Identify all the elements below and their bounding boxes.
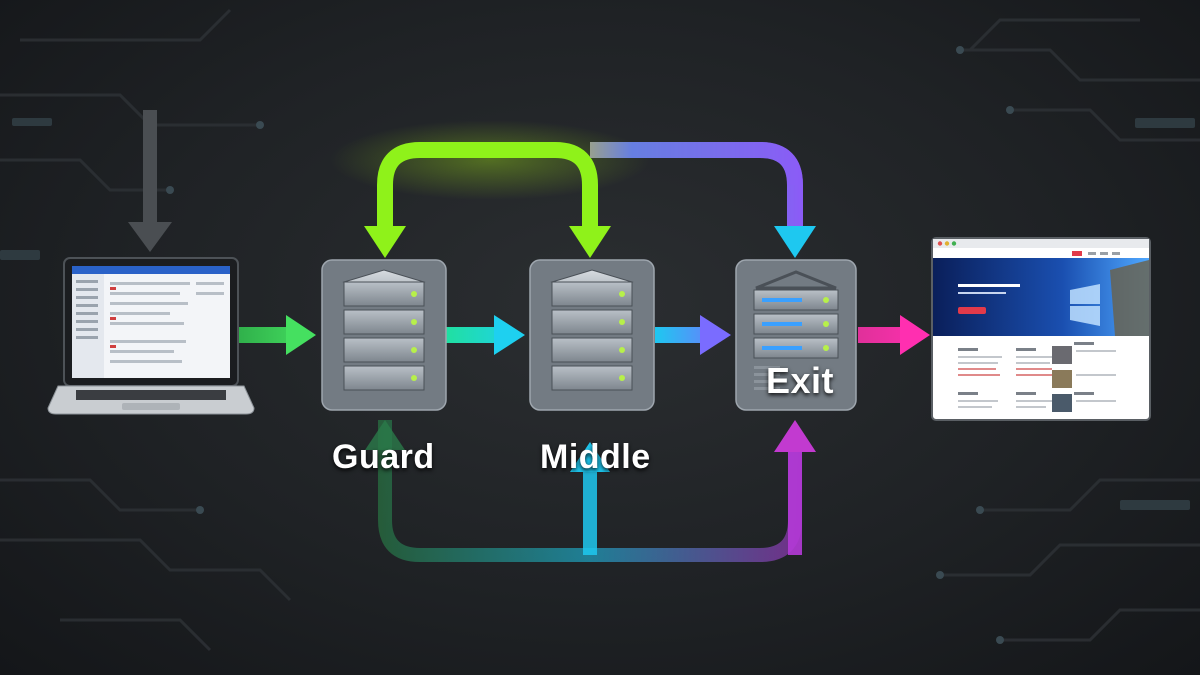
arrow-exit-to-website bbox=[858, 315, 930, 355]
arrowhead-to-guard bbox=[364, 226, 406, 258]
guard-label: Guard bbox=[332, 438, 435, 476]
top-loop-path bbox=[364, 142, 816, 258]
arrowhead-up-guard bbox=[365, 420, 405, 450]
laptop-icon bbox=[47, 257, 255, 415]
middle-label: Middle bbox=[540, 438, 651, 476]
exit-server-icon bbox=[735, 259, 857, 411]
circuit-dots bbox=[166, 46, 1023, 644]
middle-server-icon bbox=[529, 259, 655, 411]
arrowhead-up-middle bbox=[570, 442, 610, 472]
arrowhead-to-exit bbox=[774, 226, 816, 258]
arrow-middle-to-exit bbox=[655, 315, 731, 355]
circuit-chips bbox=[0, 118, 1195, 510]
incoming-gray-arrow bbox=[128, 110, 172, 252]
guard-server-icon bbox=[321, 259, 447, 411]
arrowhead-up-exit bbox=[774, 420, 816, 452]
circuit-traces-left bbox=[0, 8, 292, 652]
arrow-guard-to-middle bbox=[446, 315, 525, 355]
circuit-traces-right bbox=[940, 18, 1200, 642]
arrowhead-to-middle bbox=[569, 226, 611, 258]
bottom-loop-path bbox=[365, 420, 816, 562]
exit-label: Exit bbox=[766, 360, 835, 401]
arrow-laptop-to-guard bbox=[236, 315, 316, 355]
website-window-icon bbox=[931, 237, 1151, 421]
